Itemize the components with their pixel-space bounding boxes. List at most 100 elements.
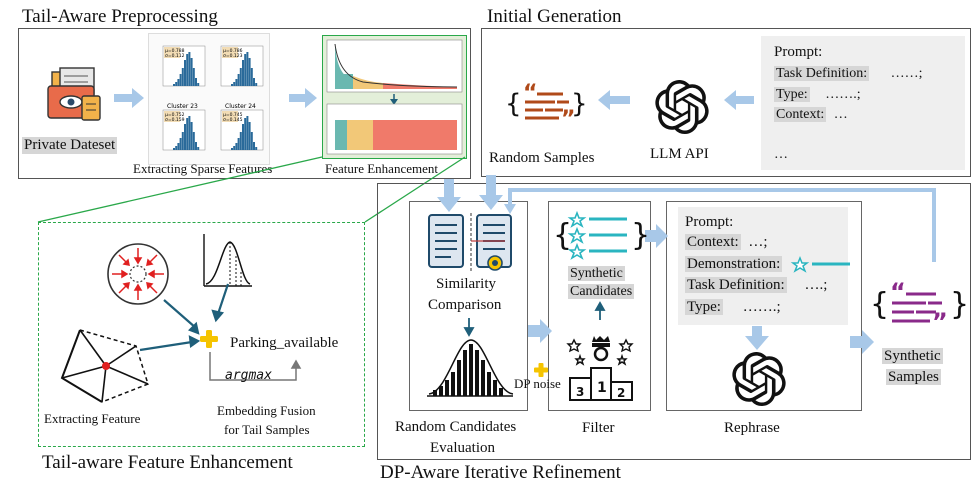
histogram-bar (184, 124, 186, 150)
histogram-cluster-label: Cluster 23 (167, 103, 198, 110)
svg-text:”: ” (932, 308, 948, 336)
random-candidates-label-1: Random Candidates (395, 419, 517, 435)
histogram-bar (186, 118, 189, 150)
histogram-bar (188, 52, 191, 86)
histogram-bar (239, 68, 242, 86)
histogram-stats: σ=0.145 (223, 117, 243, 123)
context-value: … (833, 107, 848, 122)
distribution-histogram-icon (427, 339, 514, 397)
histogram-bar (188, 116, 191, 150)
histogram-bar (181, 68, 184, 86)
svg-text:3: 3 (576, 385, 584, 399)
histogram-bar (246, 116, 249, 150)
histogram-stats: μ=0.752 (165, 112, 185, 118)
task-definition-label: Task Definition: (774, 66, 870, 81)
embedding-fusion-line1: Embedding Fusion (217, 403, 316, 418)
text-samples-icon: { “ ” } (505, 81, 588, 132)
feature-enhancement-figure (322, 35, 467, 159)
histogram-bar (173, 84, 175, 86)
histogram-bar (242, 60, 244, 86)
openai-logo-icon (655, 80, 709, 135)
feature-enhancement-panel (38, 222, 365, 447)
svg-text:2: 2 (617, 386, 625, 400)
gaussian-curve-icon (203, 234, 252, 287)
preprocessing-title: Tail-Aware Preprocessing (22, 6, 218, 27)
histogram-bar (246, 52, 249, 86)
histogram-stats: μ=0.786 (223, 48, 243, 54)
type-value: …….; (825, 87, 861, 102)
refinement-title: DP-Aware Iterative Refinement (380, 462, 621, 483)
rephrase-box (666, 201, 862, 411)
argmax-label: argmax (225, 368, 272, 383)
histogram-bar (173, 148, 175, 150)
initial-generation-title: Initial Generation (487, 6, 622, 27)
star-list-icon: { } (553, 210, 650, 260)
svg-text:}: } (631, 218, 650, 253)
rephrase-task-label: Task Definition: (685, 277, 787, 293)
podium-icon: 1 3 2 (566, 336, 634, 401)
histogram-bar (235, 143, 238, 150)
svg-text:}: } (571, 89, 588, 119)
preprocessing-panel (18, 28, 471, 179)
svg-text:{: { (505, 89, 522, 119)
private-dataset-label: Private Dateset (22, 137, 118, 154)
histogram-bar (195, 142, 197, 150)
filter-label: Filter (582, 420, 615, 436)
histogram-stats: σ=0.159 (165, 117, 185, 123)
histogram-bar (195, 78, 197, 86)
llm-api-label: LLM API (650, 146, 709, 162)
filter-box (548, 201, 651, 411)
prompt-card (761, 36, 965, 170)
histogram-bar (231, 84, 233, 86)
rephrase-context-label: Context: (685, 234, 741, 250)
histogram-bar (177, 79, 180, 86)
histogram-bar (190, 122, 193, 150)
svg-text:}: } (950, 287, 969, 322)
histogram-bar (175, 82, 178, 86)
histogram-bar (184, 60, 186, 86)
histogram-cluster-label: Cluster 24 (225, 103, 256, 110)
arrow-right-icon (114, 88, 144, 108)
parking-available-label: Parking_available (230, 335, 339, 351)
histogram-bar (179, 138, 182, 150)
star-line-icon (790, 255, 850, 273)
histogram-bar (237, 138, 240, 150)
text-samples-icon: { “ ” } (870, 278, 969, 336)
histogram-bar (253, 78, 255, 86)
svg-text:“: “ (523, 81, 537, 106)
histogram-stats: μ=0.745 (223, 112, 243, 118)
histogram-bar (235, 79, 238, 86)
prompt-title: Prompt: (774, 44, 823, 60)
feature-enhancement-label: Feature Enhancement (325, 161, 438, 176)
similarity-label-1: Similarity (436, 276, 496, 292)
histogram-stats: μ=0.788 (165, 48, 185, 54)
refinement-panel (377, 183, 971, 460)
histogram-bar (248, 58, 251, 86)
context-label: Context: (774, 107, 827, 122)
histogram-bar (175, 146, 178, 150)
histogram-bar (197, 83, 200, 86)
openai-logo-icon (732, 352, 786, 407)
histogram-bar (181, 132, 184, 150)
document-compare-icon (428, 213, 512, 273)
histogram-bar (250, 68, 253, 86)
extracting-sparse-label: Extracting Sparse Features (133, 161, 273, 176)
demonstration-label: Demonstration: (685, 256, 783, 272)
task-definition-value: ……; (890, 66, 923, 81)
synthetic-candidates-label-2: Candidates (568, 284, 635, 299)
feature-polygon-icon (60, 329, 149, 403)
histogram-bar (233, 146, 236, 150)
histogram-bar (255, 83, 258, 86)
long-tail-chart (326, 39, 463, 155)
histogram-stats: σ=0.112 (165, 53, 185, 59)
histogram-bar (233, 82, 236, 86)
histogram-bar (253, 142, 255, 150)
histogram-bar (242, 124, 244, 150)
rephrase-type-label: Type: (685, 299, 723, 315)
folder-database-icon (47, 67, 101, 121)
